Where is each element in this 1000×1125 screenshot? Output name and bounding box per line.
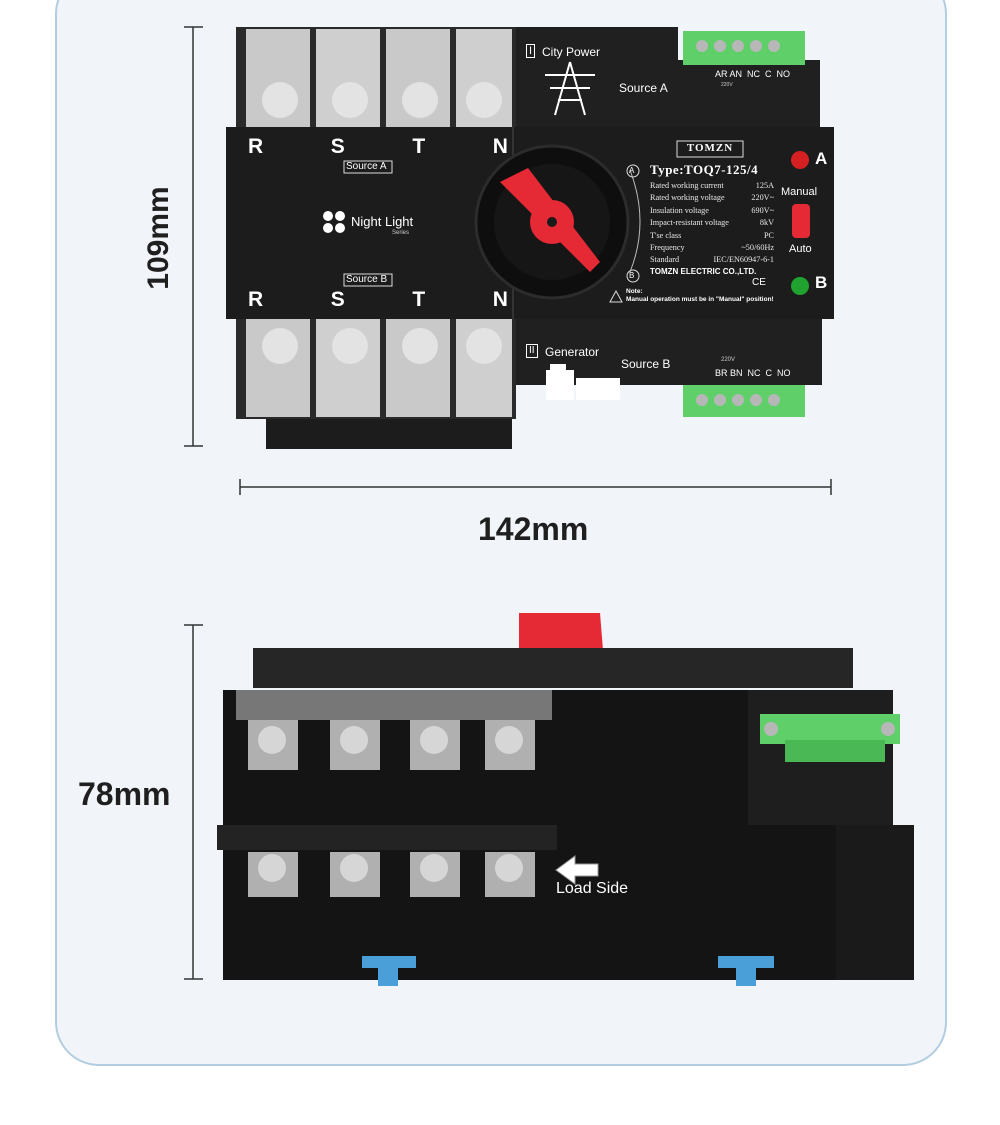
- source-a-tag-box: [343, 160, 393, 174]
- indicator-b-label: B: [815, 273, 828, 292]
- company-name: TOMZN ELECTRIC CO.,LTD.: [650, 267, 757, 276]
- ce-mark: CE: [752, 277, 766, 288]
- spec-row: Frequency ~50/60Hz: [650, 242, 774, 254]
- spec-row: Standard IEC/EN60947-6-1: [650, 254, 774, 266]
- spec-value: ~50/60Hz: [741, 243, 774, 253]
- city-power-label: City Power: [542, 45, 601, 59]
- side-control-terminal: [760, 714, 900, 762]
- spec-value: 690V~: [751, 205, 774, 215]
- side-height-label: 78mm: [78, 776, 171, 812]
- terminal-letter-n-top: N: [492, 135, 508, 158]
- bottom-control-terminal: [683, 385, 805, 417]
- terminal-letter-t-bottom: T: [412, 288, 426, 311]
- side-height-dimension-line: [184, 624, 203, 980]
- spec-row: Insulation voltage 690V~: [650, 205, 774, 217]
- spec-key: Insulation voltage: [650, 205, 709, 215]
- spec-row: Rated working current 125A: [650, 180, 774, 192]
- indicator-a-label: A: [815, 149, 828, 168]
- source-a-tag: Source A: [346, 161, 387, 172]
- top-control-terminal: [683, 31, 805, 65]
- led-b-icon: [791, 277, 809, 295]
- spec-row: T'se class PC: [650, 230, 774, 242]
- spec-value: 220V~: [751, 193, 774, 203]
- led-a-icon: [791, 151, 809, 169]
- spec-label: [609, 140, 744, 303]
- source-a-label: Source A: [619, 81, 668, 95]
- spec-key: T'se class: [650, 230, 682, 240]
- spec-row: Impact-resistant voltage 8kV: [650, 217, 774, 229]
- terminal-letters-bottom: R S T N: [248, 288, 508, 312]
- height-label: 109mm: [142, 186, 175, 290]
- spec-value: 8kV: [759, 218, 774, 228]
- top-terminal-voltage: 220V: [721, 82, 733, 88]
- terminal-letter-t-top: T: [412, 135, 426, 158]
- spec-value: IEC/EN60947-6-1: [713, 255, 775, 265]
- mode-manual-label: Manual: [781, 186, 818, 198]
- dial-position-a: A: [629, 166, 635, 175]
- spec-key: Frequency: [650, 243, 685, 253]
- mode-auto-label: Auto: [789, 243, 812, 255]
- generator-roman: II: [526, 344, 538, 358]
- mode-switch[interactable]: [792, 204, 810, 238]
- load-side-label: Load Side: [556, 880, 629, 897]
- height-dimension-line: [184, 26, 203, 447]
- terminal-letter-r-bottom: R: [248, 288, 264, 311]
- night-light-text: Night Light: [351, 214, 414, 229]
- model-type: Type:TOQ7-125/4: [650, 162, 759, 177]
- bottom-terminal-labels: BR BN NC C NO: [715, 368, 791, 378]
- top-terminal-labels: AR AN NC C NO: [715, 69, 791, 79]
- spec-value: 125A: [755, 181, 774, 190]
- spec-key: Rated working current: [650, 181, 724, 190]
- source-b-tag-box: [343, 273, 393, 287]
- terminal-letter-r-top: R: [248, 135, 264, 158]
- top-terminal-cover: [236, 27, 516, 127]
- source-b-label: Source B: [621, 357, 671, 371]
- spec-row: Rated working voltage 220V~: [650, 192, 774, 204]
- spec-key: Standard: [650, 255, 680, 265]
- width-dimension-line: [239, 479, 832, 495]
- terminal-letter-s-top: S: [330, 135, 345, 158]
- brand-logo: TOMZN: [686, 142, 734, 154]
- note-text: Manual operation must be in "Manual" pos…: [626, 296, 774, 303]
- load-side-arrow-icon: [555, 855, 599, 885]
- din-rail-clips: [362, 956, 774, 986]
- dial-position-b: B: [629, 271, 635, 280]
- city-power-roman: I: [526, 44, 536, 58]
- power-tower-icon: [545, 61, 595, 116]
- generator-label: Generator: [545, 345, 600, 359]
- spec-key: Impact-resistant voltage: [650, 218, 729, 228]
- terminal-letter-s-bottom: S: [330, 288, 345, 311]
- rotary-handle[interactable]: [474, 144, 630, 300]
- side-body: [217, 613, 914, 980]
- source-b-tag: Source B: [346, 274, 388, 285]
- spec-key: Rated working voltage: [650, 193, 725, 203]
- spec-value: PC: [763, 230, 774, 240]
- note-title: Note:: [626, 288, 643, 295]
- generator-icon: [546, 364, 620, 400]
- spec-table: Rated working current 125A Rated working …: [650, 180, 774, 267]
- terminal-letters-top: R S T N: [248, 135, 508, 159]
- upper-right-housing: [516, 27, 678, 127]
- width-label: 142mm: [478, 511, 589, 547]
- side-screw-terminals: [248, 720, 535, 897]
- upper-terminal-housing: [678, 60, 820, 127]
- terminal-letter-n-bottom: N: [492, 288, 508, 311]
- night-light-sub: Series: [392, 230, 410, 236]
- bottom-terminal-voltage: 220V: [721, 357, 736, 363]
- bottom-terminal-cover: [236, 319, 516, 449]
- night-light-logo-icon: [323, 211, 345, 233]
